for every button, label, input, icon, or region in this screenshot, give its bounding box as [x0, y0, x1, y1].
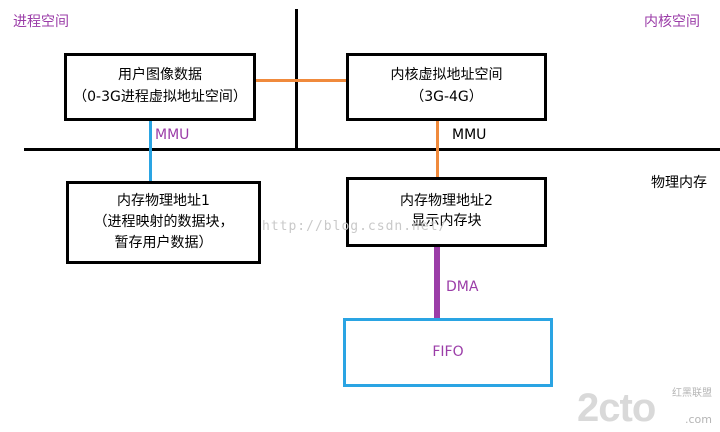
logo-domain-text: .com — [685, 413, 712, 426]
purple-connector — [434, 246, 440, 319]
orange-connector-horizontal — [255, 79, 347, 82]
process-space-label: 进程空间 — [13, 14, 69, 30]
physical-address-2-title: 内存物理地址2 — [400, 193, 493, 210]
logo-sub-text: 红黑联盟 — [672, 388, 712, 399]
site-logo: 2cto 红黑联盟 .com — [577, 384, 712, 428]
fifo-label: FIFO — [432, 343, 464, 360]
physical-address-1-desc-2: 暂存用户数据） — [114, 235, 213, 251]
orange-connector-vertical — [436, 120, 439, 178]
physical-address-1-box: 内存物理地址1 （进程映射的数据块， 暂存用户数据） — [66, 181, 261, 264]
physical-address-2-desc: 显示内存块 — [411, 213, 482, 229]
mmu-label-right: MMU — [452, 127, 487, 143]
blog-watermark: http://blog.csdn.net/ — [262, 219, 448, 234]
kernel-virtual-box: 内核虚拟地址空间 （3G-4G） — [346, 53, 547, 121]
kernel-virtual-title: 内核虚拟地址空间 — [390, 67, 503, 84]
kernel-virtual-range: （3G-4G） — [410, 89, 483, 105]
blue-connector — [149, 120, 152, 183]
physical-address-2-box: 内存物理地址2 显示内存块 — [346, 177, 547, 247]
logo-main-text: 2cto — [577, 386, 656, 430]
physical-address-1-desc-1: （进程映射的数据块， — [93, 214, 234, 230]
user-image-data-box: 用户图像数据 （0-3G进程虚拟地址空间） — [64, 53, 256, 121]
kernel-space-label: 内核空间 — [644, 14, 700, 30]
physical-memory-label: 物理内存 — [651, 175, 707, 191]
mmu-label-left: MMU — [155, 127, 190, 143]
physical-address-1-title: 内存物理地址1 — [117, 193, 210, 209]
dma-label: DMA — [446, 279, 479, 295]
fifo-box: FIFO — [343, 318, 553, 387]
user-image-range: （0-3G进程虚拟地址空间） — [73, 89, 247, 105]
user-image-title: 用户图像数据 — [118, 67, 202, 84]
horizontal-divider — [24, 148, 720, 151]
